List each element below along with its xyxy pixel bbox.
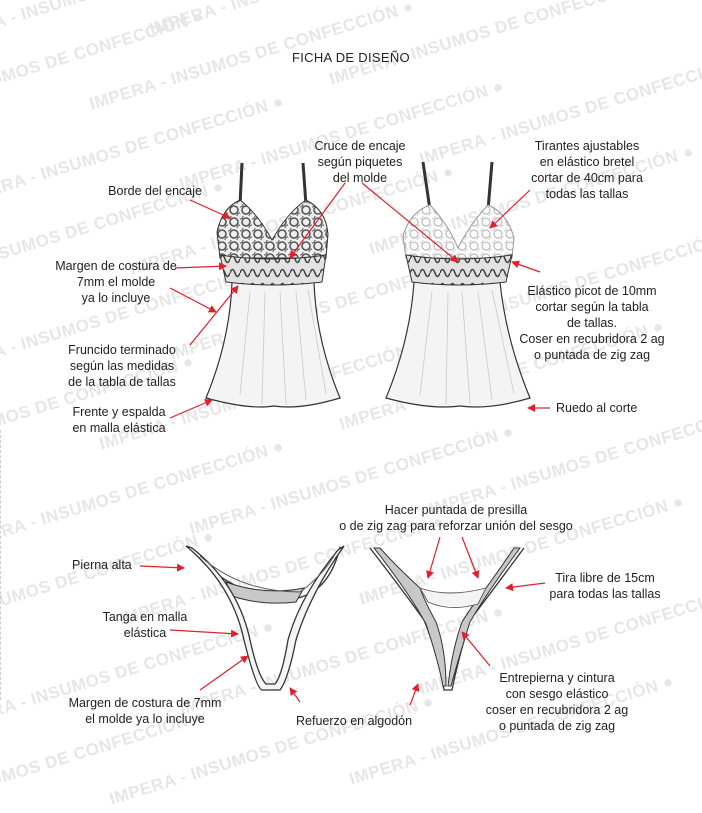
label-fruncido: Fruncido terminado según las medidas de … [68, 343, 176, 389]
label-margen-costura-1: Margen de costura de 7mm el molde ya lo … [55, 259, 177, 305]
label-borde-encaje: Borde del encaje [108, 184, 202, 198]
label-frente-espalda: Frente y espalda en malla elástica [72, 405, 166, 435]
thong-front [185, 545, 345, 691]
label-pierna-alta: Pierna alta [72, 558, 132, 572]
label-tira-libre: Tira libre de 15cm para todas las tallas [549, 571, 661, 601]
label-elastico-picot: Elástico picot de 10mm cortar según la t… [519, 284, 665, 362]
page-title: FICHA DE DISEÑO [292, 50, 410, 65]
slip-front [205, 162, 341, 408]
label-tirantes: Tirantes ajustables en elástico bretel c… [531, 139, 643, 201]
label-cruce-encaje: Cruce de encaje según piquetes del molde [314, 139, 406, 185]
label-ruedo: Ruedo al corte [556, 401, 638, 415]
label-entrepierna: Entrepierna y cintura con sesgo elástico… [485, 671, 629, 733]
label-margen-costura-2: Margen de costura de 7mm el molde ya lo … [68, 696, 222, 726]
label-tanga: Tanga en malla elástica [102, 610, 188, 640]
thong-back [369, 547, 525, 691]
slip-back [385, 161, 531, 408]
label-refuerzo: Refuerzo en algodón [296, 714, 413, 728]
label-presilla: Hacer puntada de presilla o de zig zag p… [339, 503, 573, 533]
arrows [139, 182, 550, 706]
dashed-edge [0, 430, 1, 700]
